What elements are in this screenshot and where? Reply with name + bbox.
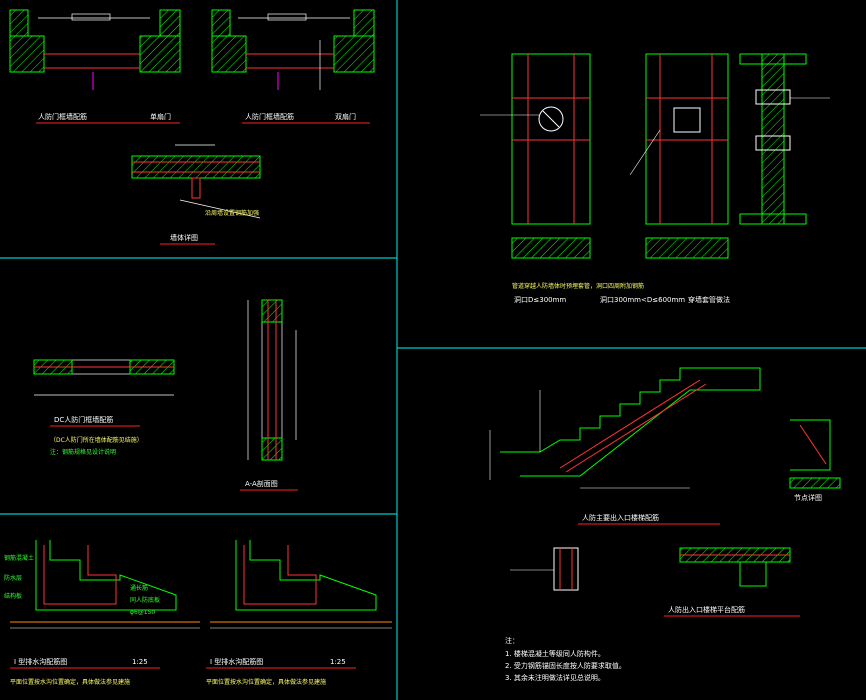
ml-a-note2: 注：钢筋规格见设计说明	[50, 448, 116, 456]
tl-a-tag: 单扇门	[150, 112, 171, 121]
tl-b-title: 人防门框墙配筋	[245, 112, 294, 121]
ml-a-note1: （DC人防门所在墙体配筋见结施）	[50, 436, 143, 444]
tr-note: 管道穿越人防墙体时预埋套管，洞口四周附加钢筋	[512, 282, 644, 290]
br-note-2: 2. 受力钢筋锚固长度按人防要求取值。	[505, 661, 626, 670]
tl-c-title: 墙体详图	[170, 233, 198, 242]
tl-c-note: 沿周墙设置钢筋加强	[205, 209, 259, 217]
panel-top-left: 人防门框墙配筋 单扇门 人防门框墙配筋 双扇门	[9, 9, 375, 245]
pipe-sleeve-detail: 穿墙套管做法	[688, 53, 830, 304]
door-frame-wall-single: 人防门框墙配筋 单扇门	[9, 9, 181, 124]
br-a-title: 人防主要出入口楼梯配筋	[582, 513, 659, 522]
bl-b-scale: 1:25	[330, 658, 346, 666]
bl-label-6: φ6@150	[130, 609, 155, 616]
bl-b-title: I 型排水沟配筋图	[210, 657, 263, 666]
panel-bottom-left: 钢筋混凝土 防水层 结构板 通长筋 同人防底板 φ6@150 I 型排水沟配筋图…	[4, 540, 392, 686]
bl-label-1: 钢筋混凝土	[4, 554, 34, 562]
ml-a-title: DC人防门框墙配筋	[54, 415, 113, 424]
bl-label-2: 防水层	[4, 574, 22, 582]
bl-b-note: 平面位置按水沟位置确定，具体做法参见建施	[206, 678, 326, 686]
br-note-3: 3. 其余未注明做法详见总说明。	[505, 673, 605, 682]
bl-label-3: 结构板	[4, 592, 22, 600]
column-plan-detail	[510, 547, 579, 591]
platform-section: 人防出入口楼梯平台配筋	[664, 547, 800, 617]
br-note-0: 注：	[505, 636, 519, 645]
tr-b-title: 洞口300mm<D≤600mm	[600, 295, 685, 304]
opening-medium-detail: 洞口300mm<D≤600mm	[600, 53, 729, 304]
opening-small-detail: 洞口D≤300mm	[480, 53, 591, 304]
bl-label-5: 同人防底板	[130, 596, 160, 604]
bl-a-title: I 型排水沟配筋图	[14, 657, 67, 666]
panel-mid-left: DC人防门框墙配筋 （DC人防门所在墙体配筋见结施） 注：钢筋规格见设计说明 A…	[33, 299, 298, 491]
drain-channel-b: I 型排水沟配筋图 1:25 平面位置按水沟位置确定，具体做法参见建施	[206, 540, 392, 686]
br-note-1: 1. 楼梯混凝土等级同人防构件。	[505, 649, 605, 658]
tl-b-tag: 双扇门	[335, 112, 356, 121]
bl-a-note: 平面位置按水沟位置确定，具体做法参见建施	[10, 678, 130, 686]
stair-section: 人防主要出入口楼梯配筋	[489, 367, 761, 525]
drain-channel-a: 钢筋混凝土 防水层 结构板 通长筋 同人防底板 φ6@150 I 型排水沟配筋图…	[4, 540, 200, 686]
wall-detail: 沿周墙设置钢筋加强 墙体详图	[131, 144, 261, 245]
section-a-a: A-A剖面图	[240, 299, 298, 491]
stair-notes: 注： 1. 楼梯混凝土等级同人防构件。 2. 受力钢筋锚固长度按人防要求取值。 …	[505, 636, 626, 682]
panel-bottom-right: 人防主要出入口楼梯配筋 节点详图 人防出入口楼梯平台配筋 注： 1. 楼梯混凝土…	[489, 367, 841, 682]
dc-door-frame-wall: DC人防门框墙配筋 （DC人防门所在墙体配筋见结施） 注：钢筋规格见设计说明	[33, 359, 175, 456]
bl-label-4: 通长筋	[130, 584, 148, 592]
tr-a-title: 洞口D≤300mm	[514, 295, 566, 304]
door-frame-wall-double: 人防门框墙配筋 双扇门	[211, 9, 375, 124]
tr-c-title: 穿墙套管做法	[688, 295, 730, 304]
stair-node-detail: 节点详图	[789, 419, 841, 502]
tl-a-title: 人防门框墙配筋	[38, 112, 87, 121]
br-c-title: 人防出入口楼梯平台配筋	[668, 605, 745, 614]
bl-a-scale: 1:25	[132, 658, 148, 666]
br-b-title: 节点详图	[794, 493, 822, 502]
panel-top-right: 洞口D≤300mm 洞口300mm<D≤600mm 穿墙套管做法 管道穿越人防墙…	[480, 53, 830, 304]
ml-b-title: A-A剖面图	[245, 479, 278, 488]
